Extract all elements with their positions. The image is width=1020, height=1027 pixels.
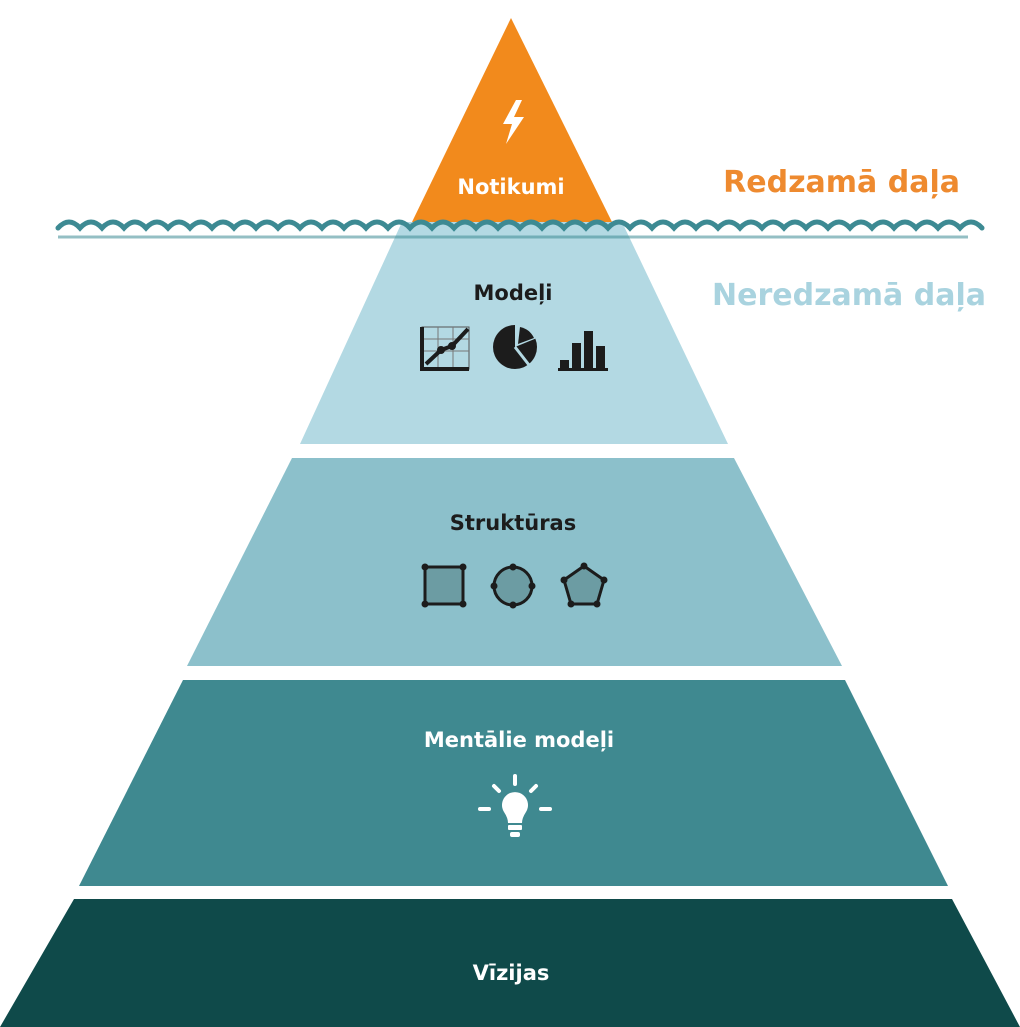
hidden-part-label: Neredzamā daļa xyxy=(712,278,986,313)
pentagon-node-icon xyxy=(560,562,608,608)
level-visions-label: Vīzijas xyxy=(473,961,550,985)
bar-chart-icon xyxy=(558,331,608,371)
circle-node-icon xyxy=(490,563,536,609)
level-visions-shape xyxy=(0,899,1020,1027)
level-events-label: Notikumi xyxy=(457,175,564,199)
line-chart-icon xyxy=(420,326,470,371)
level-structures-shape xyxy=(187,458,842,666)
level-mental-models-label: Mentālie modeļi xyxy=(424,728,614,752)
level-models-label: Modeļi xyxy=(474,281,553,305)
visible-part-label: Redzamā daļa xyxy=(723,165,960,200)
waterline xyxy=(55,219,985,232)
lightbulb-icon xyxy=(478,774,552,837)
lightning-icon xyxy=(503,100,524,144)
pie-chart-icon xyxy=(493,323,537,369)
level-structures-label: Struktūras xyxy=(450,511,576,535)
square-node-icon xyxy=(421,563,467,608)
